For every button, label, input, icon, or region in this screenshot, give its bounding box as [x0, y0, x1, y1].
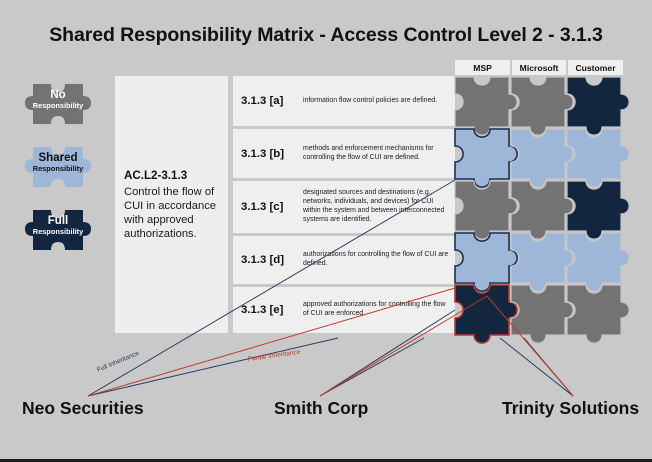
puzzle-piece-customer-d — [566, 232, 630, 292]
requirement-id: 3.1.3 [d] — [241, 254, 285, 266]
requirement-text: information flow control policies are de… — [303, 96, 438, 104]
connector-line — [319, 337, 425, 397]
puzzle-piece-msp-e — [454, 284, 518, 344]
puzzle-piece-microsoft-d — [510, 232, 574, 292]
connector-line — [499, 337, 574, 397]
requirement-text: designated sources and destinations (e.g… — [303, 189, 445, 223]
table-row: 3.1.3 [a] information flow control polic… — [233, 76, 455, 126]
puzzle-piece-customer-c — [566, 180, 630, 240]
legend-item-no-responsibility: No Responsibility — [22, 78, 94, 130]
puzzle-piece-customer-b — [566, 128, 630, 188]
puzzle-piece-icon — [25, 210, 91, 250]
legend: No Responsibility Shared Responsibility … — [22, 78, 102, 267]
control-description: Control the flow of CUI in accordance wi… — [124, 185, 217, 241]
table-row: 3.1.3 [d] authorizations for controlling… — [233, 236, 455, 284]
connector-line — [87, 337, 339, 397]
puzzle-piece-msp-b — [454, 128, 518, 188]
entity-label-text: Smith Corp — [274, 398, 369, 418]
page-title: Shared Responsibility Matrix - Access Co… — [49, 24, 603, 46]
requirement-rows: 3.1.3 [a] information flow control polic… — [233, 76, 455, 333]
puzzle-piece-microsoft-c — [510, 180, 574, 240]
requirement-text: methods and enforcement mechanisms for c… — [303, 144, 434, 161]
puzzle-piece-icon — [25, 147, 91, 187]
legend-item-shared-responsibility: Shared Responsibility — [22, 141, 94, 193]
control-code: AC.L2-3.1.3 — [124, 168, 188, 182]
entity-trinity-solutions: Trinity Solutions — [502, 398, 639, 419]
column-header-label: MSP — [473, 62, 492, 73]
column-header-label: Microsoft — [519, 62, 559, 73]
requirement-id: 3.1.3 [e] — [241, 304, 284, 316]
requirement-text: authorizations for controlling the flow … — [303, 251, 449, 267]
responsibility-matrix: AC.L2-3.1.3 Control the flow of CUI in a… — [115, 76, 455, 333]
puzzle-piece-microsoft-a — [510, 76, 574, 136]
puzzle-piece-microsoft-b — [510, 128, 574, 188]
entity-label-text: Neo Securities — [22, 398, 144, 418]
requirement-text: approved authorizations for controlling … — [303, 301, 446, 317]
requirement-id: 3.1.3 [a] — [241, 95, 284, 107]
puzzle-piece-customer-a — [566, 76, 630, 136]
column-header-msp: MSP — [455, 60, 510, 75]
control-description-panel: AC.L2-3.1.3 Control the flow of CUI in a… — [115, 76, 228, 333]
requirement-id: 3.1.3 [b] — [241, 147, 285, 160]
puzzle-piece-msp-c — [454, 180, 518, 240]
column-header-microsoft: Microsoft — [512, 60, 566, 75]
requirement-id: 3.1.3 [c] — [241, 201, 284, 213]
puzzle-piece-msp-a — [454, 76, 518, 136]
connector-label-partial-inheritance: Partial Inheritance — [247, 349, 301, 363]
table-row: 3.1.3 [c] designated sources and destina… — [233, 181, 455, 233]
table-row: 3.1.3 [b] methods and enforcement mechan… — [233, 129, 455, 178]
connector-label-full-inheritance: Full Inheritance — [96, 350, 141, 374]
entity-label-text: Trinity Solutions — [502, 398, 640, 418]
puzzle-piece-msp-d — [454, 232, 518, 292]
entity-neo-securities: Neo Securities — [22, 398, 144, 419]
bottom-divider — [0, 459, 652, 462]
puzzle-piece-customer-e — [566, 284, 630, 344]
entity-smith-corp: Smith Corp — [274, 398, 368, 419]
puzzle-piece-microsoft-e — [510, 284, 574, 344]
table-row: 3.1.3 [e] approved authorizations for co… — [233, 287, 455, 333]
puzzle-piece-icon — [25, 84, 91, 124]
connector-line — [523, 337, 574, 397]
connector-line — [486, 295, 574, 397]
column-header-label: Customer — [575, 62, 616, 73]
column-header-customer: Customer — [568, 60, 623, 75]
legend-item-full-responsibility: Full Responsibility — [22, 204, 94, 256]
